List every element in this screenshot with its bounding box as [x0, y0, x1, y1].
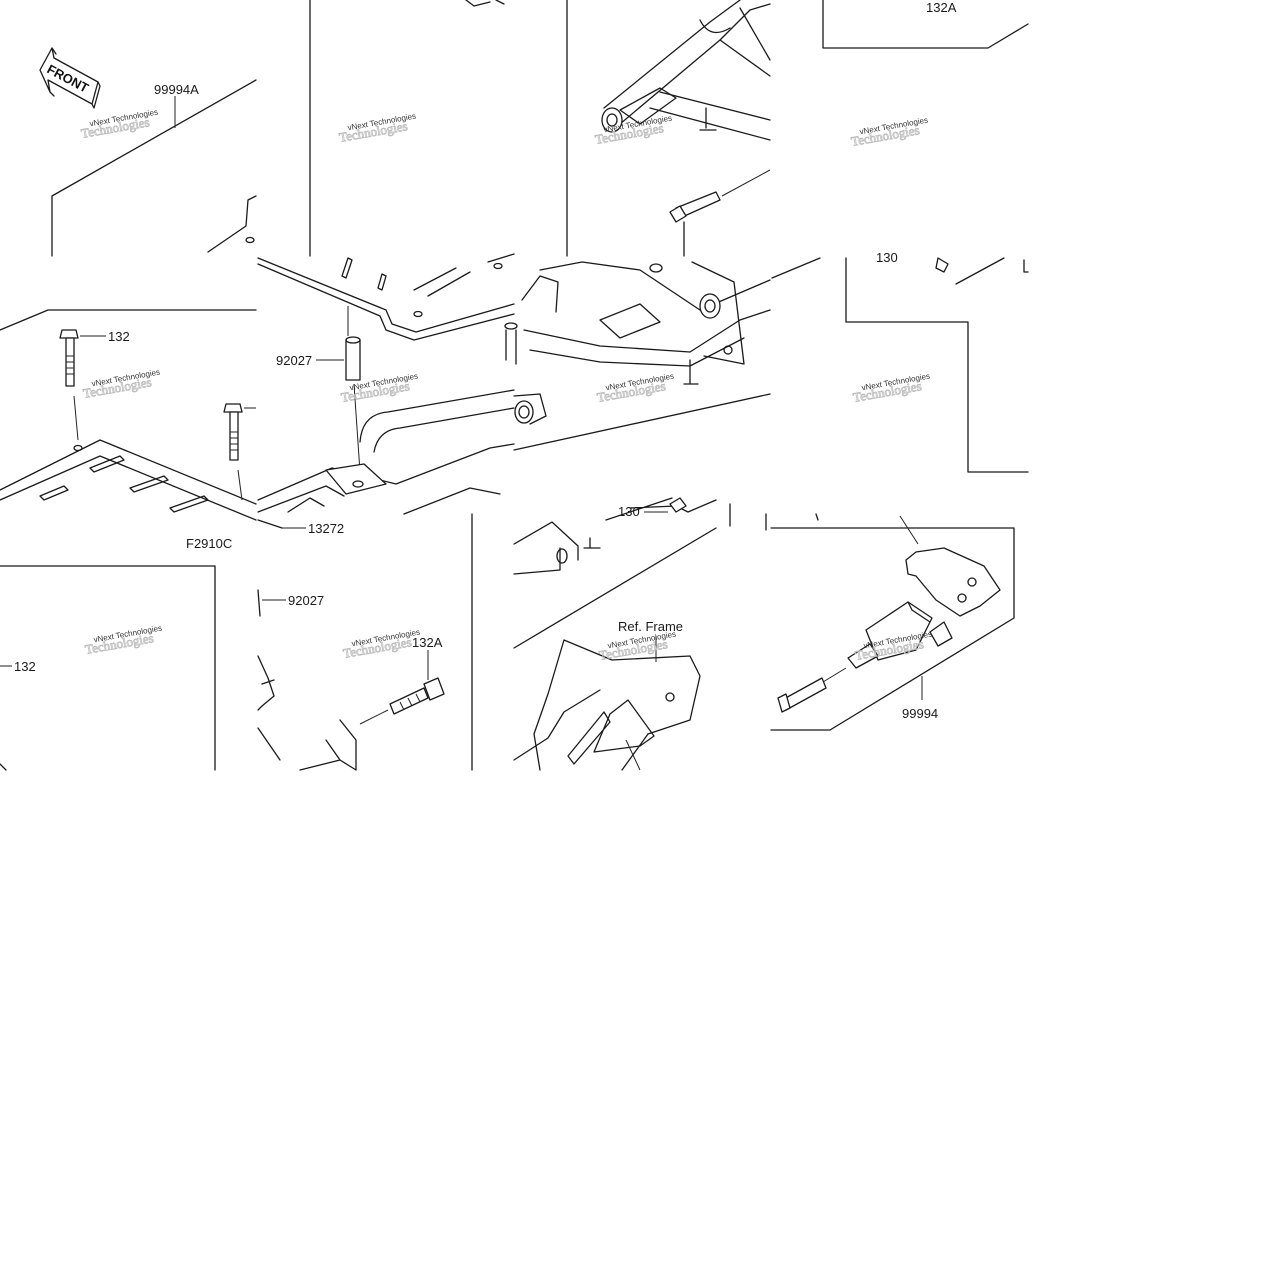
tile-130-box: 130 — [771, 250, 1029, 473]
part-label-132-low: 132 — [14, 659, 36, 674]
part-label-13272: 13272 — [308, 521, 344, 536]
watermark: Technologies vNext Technologies — [852, 371, 931, 405]
part-label-92027-low: 92027 — [288, 593, 324, 608]
watermark: Technologies vNext Technologies — [338, 111, 417, 145]
part-label-ref-frame: Ref. Frame — [618, 619, 683, 634]
tile-ref-frame: 130 Ref. Frame — [513, 497, 767, 771]
watermark: Technologies vNext Technologies — [84, 623, 163, 657]
watermark: Technologies vNext Technologies — [80, 107, 159, 141]
part-label-130-top: 130 — [876, 250, 898, 265]
part-label-99994A: 99994A — [154, 82, 199, 97]
part-label-132-left: 132 — [108, 329, 130, 344]
watermark: Technologies vNext Technologies — [82, 367, 161, 401]
tile-center-tray: 92027 — [257, 253, 515, 515]
tile-frame-middle — [504, 261, 771, 451]
tile-132a-box: 132A — [822, 0, 1029, 49]
part-label-132A-top: 132A — [926, 0, 957, 15]
watermark: Technologies vNext Technologies — [596, 371, 675, 405]
tile-tray-top — [207, 0, 505, 257]
part-label-F2910C: F2910C — [186, 536, 232, 551]
part-label-92027-mid: 92027 — [276, 353, 312, 368]
tile-front-arrow: FRONT 99994A — [39, 47, 257, 257]
tile-left-tray: 132 — [0, 309, 257, 521]
front-arrow-icon: FRONT — [39, 47, 101, 109]
watermark: Technologies vNext Technologies — [850, 115, 929, 149]
part-label-130-mid: 130 — [618, 504, 640, 519]
part-label-132A-low: 132A — [412, 635, 443, 650]
watermark: Technologies vNext Technologies — [342, 627, 421, 661]
watermark: Technologies vNext Technologies — [598, 629, 677, 663]
tile-frame-top — [566, 0, 771, 257]
tile-13272: 13272 92027 132A — [257, 513, 473, 771]
tile-f2910c: F2910C 132 — [0, 536, 232, 771]
part-label-99994: 99994 — [902, 706, 938, 721]
watermark-layer: Technologies vNext Technologies Technolo… — [80, 107, 933, 663]
tile-99994: 99994 — [770, 513, 1015, 731]
